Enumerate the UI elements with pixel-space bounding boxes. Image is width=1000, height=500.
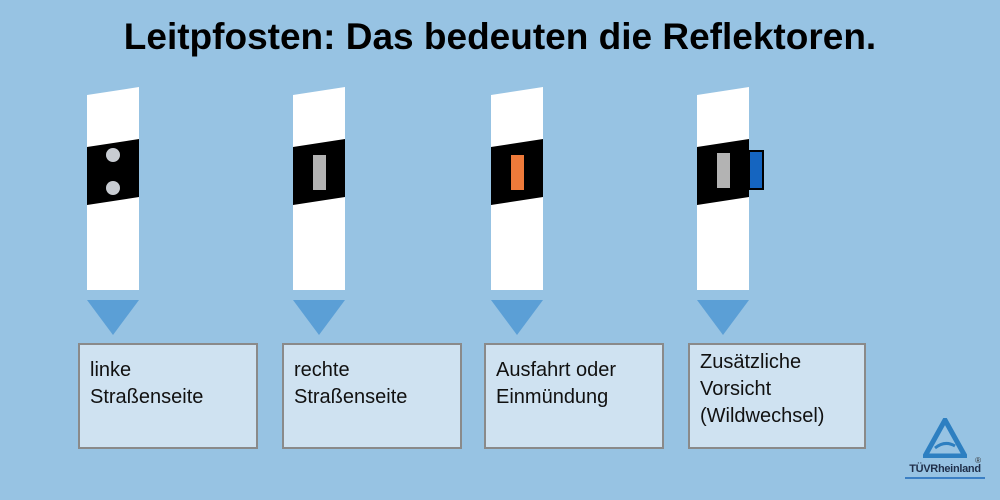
label-line: Vorsicht [700,378,772,400]
label-box-exit: Ausfahrt oder Einmündung [484,343,664,449]
tuv-triangle-icon [920,414,970,459]
arrow-down-icon [293,300,345,335]
post-exit [491,87,543,335]
post-left-side [87,87,139,335]
post-wildlife [697,87,764,335]
label-line: Straßenseite [294,386,408,408]
page-title: Leitpfosten: Das bedeuten die Reflektore… [123,16,877,57]
arrow-down-icon [697,300,749,335]
post-right-side [293,87,345,335]
reflector-rect [511,155,524,190]
label-line: Straßenseite [90,386,204,408]
reflector-dot [106,181,120,195]
label-line: linke [90,359,132,381]
reflector-rect [313,155,326,190]
label-box-wildlife: Zusätzliche Vorsicht (Wildwechsel) [688,343,866,449]
reflector-rect [717,153,730,188]
label-box-left-side: linke Straßenseite [78,343,258,449]
label-box-right-side: rechte Straßenseite [282,343,462,449]
reflector-dot [106,148,120,162]
label-line: rechte [294,359,350,381]
arrow-down-icon [87,300,139,335]
label-line: Zusätzliche [700,351,802,373]
arrow-down-icon [491,300,543,335]
registered-mark: ® [975,456,981,465]
tuv-logo: ® TÜVRheinland [905,414,985,479]
logo-text: TÜVRheinland [905,463,985,479]
label-line: (Wildwechsel) [700,405,825,427]
label-line: Einmündung [496,386,609,408]
label-line: Ausfahrt oder [496,359,617,381]
reflector-blue [748,150,764,190]
